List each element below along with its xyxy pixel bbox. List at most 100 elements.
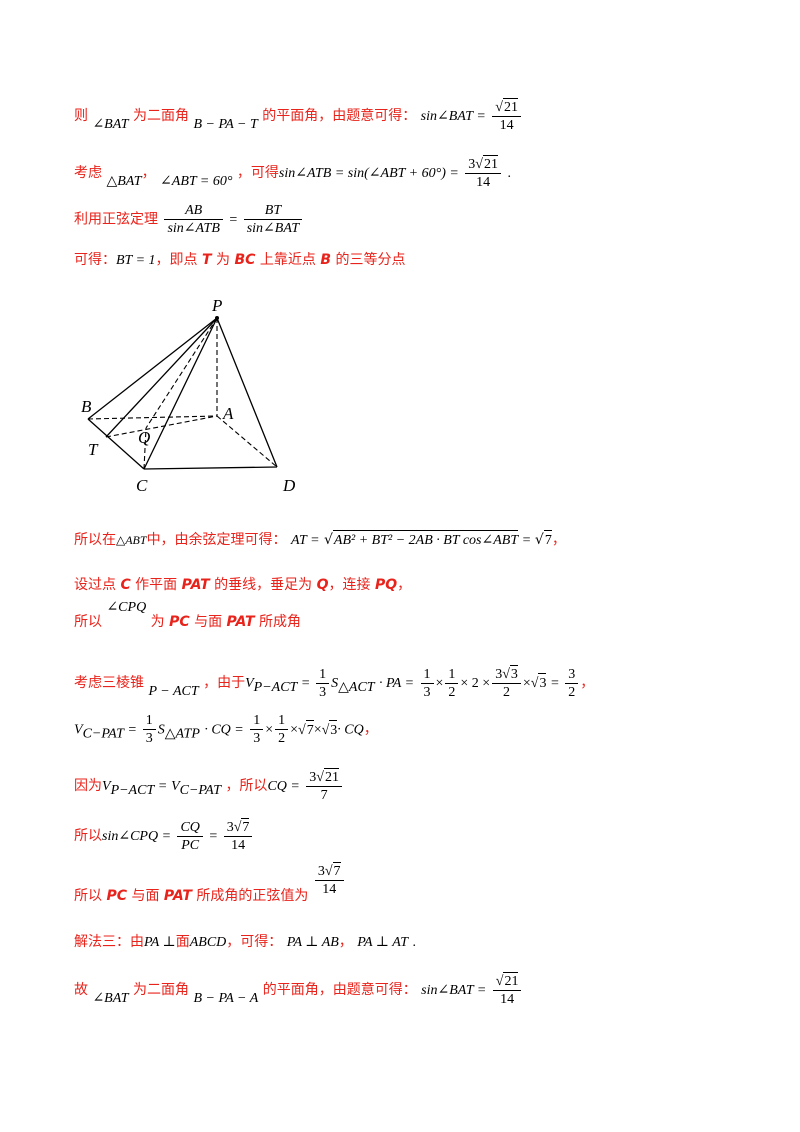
math-triangle: △ABT bbox=[116, 533, 147, 547]
edge-cq bbox=[143, 427, 147, 470]
subscript: △ACT bbox=[338, 679, 375, 695]
denominator: 14 bbox=[231, 838, 246, 853]
denominator: sin∠BAT bbox=[246, 221, 300, 236]
denominator: 2 bbox=[568, 684, 576, 700]
text: × bbox=[313, 722, 322, 738]
numerator: 1 bbox=[275, 712, 289, 730]
text: ，连接 bbox=[328, 577, 375, 593]
denominator: 3 bbox=[319, 684, 327, 700]
math-v: V bbox=[171, 779, 180, 794]
edge-bc bbox=[87, 418, 145, 470]
edge-ba bbox=[87, 415, 218, 420]
text: 与面 bbox=[127, 888, 164, 904]
text: × bbox=[265, 722, 274, 738]
edge-pc bbox=[143, 317, 218, 470]
radicand: 7 bbox=[543, 530, 552, 551]
math-dihedral: B − PA − T bbox=[193, 117, 258, 132]
denominator: 14 bbox=[476, 175, 491, 190]
subscript: C−PAT bbox=[82, 726, 124, 742]
coef: 3 bbox=[226, 820, 234, 835]
numerator: 1 bbox=[445, 666, 459, 684]
subscript: P−ACT bbox=[110, 782, 155, 798]
para-dihedral-angle: 则 ∠BAT 为二面角 B − PA − T 的平面角，由题意可得： sin∠B… bbox=[74, 98, 523, 134]
denominator: PC bbox=[181, 837, 200, 853]
label-q: Q bbox=[138, 428, 150, 447]
math-lhs: sin∠BAT = bbox=[420, 109, 486, 124]
para-method-three: 解法三：由PA ⊥面ABCD，可得： PA ⊥ AB， PA ⊥ AT . bbox=[74, 932, 416, 953]
denominator: 3 bbox=[145, 731, 153, 746]
coef: 3 bbox=[309, 770, 317, 785]
radicand: 7 bbox=[241, 818, 250, 835]
text: 为二面角 bbox=[133, 108, 190, 124]
para-perpendicular: 设过点 C 作平面 PAT 的垂线，垂足为 Q，连接 PQ， bbox=[74, 575, 411, 595]
label-p: P bbox=[211, 296, 222, 315]
math-triangle: △BAT bbox=[106, 174, 142, 189]
math-lhs: sin∠BAT = bbox=[421, 983, 487, 998]
math-s: S bbox=[331, 676, 339, 691]
denominator: 3 bbox=[423, 684, 431, 700]
text: 所成角 bbox=[254, 614, 302, 630]
para-consider-triangle: 考虑 △BAT， ∠ABT = 60° ，可得sin∠ATB = sin(∠AB… bbox=[74, 155, 511, 191]
point-label: T bbox=[202, 252, 212, 268]
para-angle-cpq: 所以 ∠CPQ 为 PC 与面 PAT 所成角 bbox=[74, 600, 301, 630]
math-v: V bbox=[74, 722, 83, 738]
math-lhs: sin∠CPQ = bbox=[102, 829, 172, 844]
label-b: B bbox=[81, 397, 92, 416]
math-lhs: CQ = bbox=[267, 779, 300, 794]
text: 考虑 bbox=[74, 165, 102, 181]
edge-pq bbox=[145, 317, 218, 429]
text: 的垂线，垂足为 bbox=[209, 577, 317, 593]
text: 可得： bbox=[74, 252, 116, 268]
math-dihedral: B − PA − A bbox=[193, 991, 259, 1006]
radicand: 21 bbox=[502, 98, 518, 115]
coef: 3 bbox=[495, 667, 503, 682]
math-text: · PA = bbox=[379, 676, 415, 691]
text: ，可得： bbox=[226, 934, 283, 950]
para-bt-result: 可得：BT = 1，即点 T 为 BC 上靠近点 B 的三等分点 bbox=[74, 250, 405, 271]
text: 的平面角，由题意可得： bbox=[262, 108, 417, 124]
text: = bbox=[229, 212, 238, 228]
radicand: 3 bbox=[329, 719, 338, 741]
text: 为 bbox=[211, 252, 235, 268]
text: 设过点 bbox=[74, 577, 121, 593]
text: = bbox=[522, 533, 531, 548]
radicand: 21 bbox=[323, 768, 339, 785]
text: 所成角的正弦值为 bbox=[191, 888, 309, 904]
text: ， bbox=[551, 532, 566, 548]
text: 解法三：由 bbox=[74, 934, 144, 950]
text: = bbox=[128, 722, 137, 738]
denominator: 7 bbox=[320, 788, 328, 803]
radicand: 21 bbox=[482, 155, 498, 172]
label-t: T bbox=[88, 440, 99, 459]
text: = bbox=[209, 829, 218, 844]
plane-label: PAT bbox=[226, 614, 255, 630]
denominator: 2 bbox=[278, 731, 286, 746]
segment-label: PQ bbox=[374, 577, 398, 593]
text: × bbox=[290, 722, 298, 738]
denominator: 2 bbox=[503, 685, 511, 700]
text: 面 bbox=[175, 934, 190, 950]
text: 考虑三棱锥 bbox=[74, 675, 144, 691]
text: = bbox=[158, 779, 167, 794]
text: 中，由余弦定理可得： bbox=[146, 532, 287, 548]
segment-label: PC bbox=[169, 614, 190, 630]
radicand: 7 bbox=[332, 862, 341, 879]
text: 的平面角，由题意可得： bbox=[262, 982, 417, 998]
text: ，即点 bbox=[155, 252, 202, 268]
subscript: C−PAT bbox=[179, 782, 221, 798]
radicand: 3 bbox=[538, 673, 547, 694]
math-lhs: sin∠ATB = sin(∠ABT + 60°) = bbox=[278, 166, 459, 181]
segment-label: PC bbox=[106, 888, 127, 904]
numerator: 1 bbox=[250, 712, 264, 730]
